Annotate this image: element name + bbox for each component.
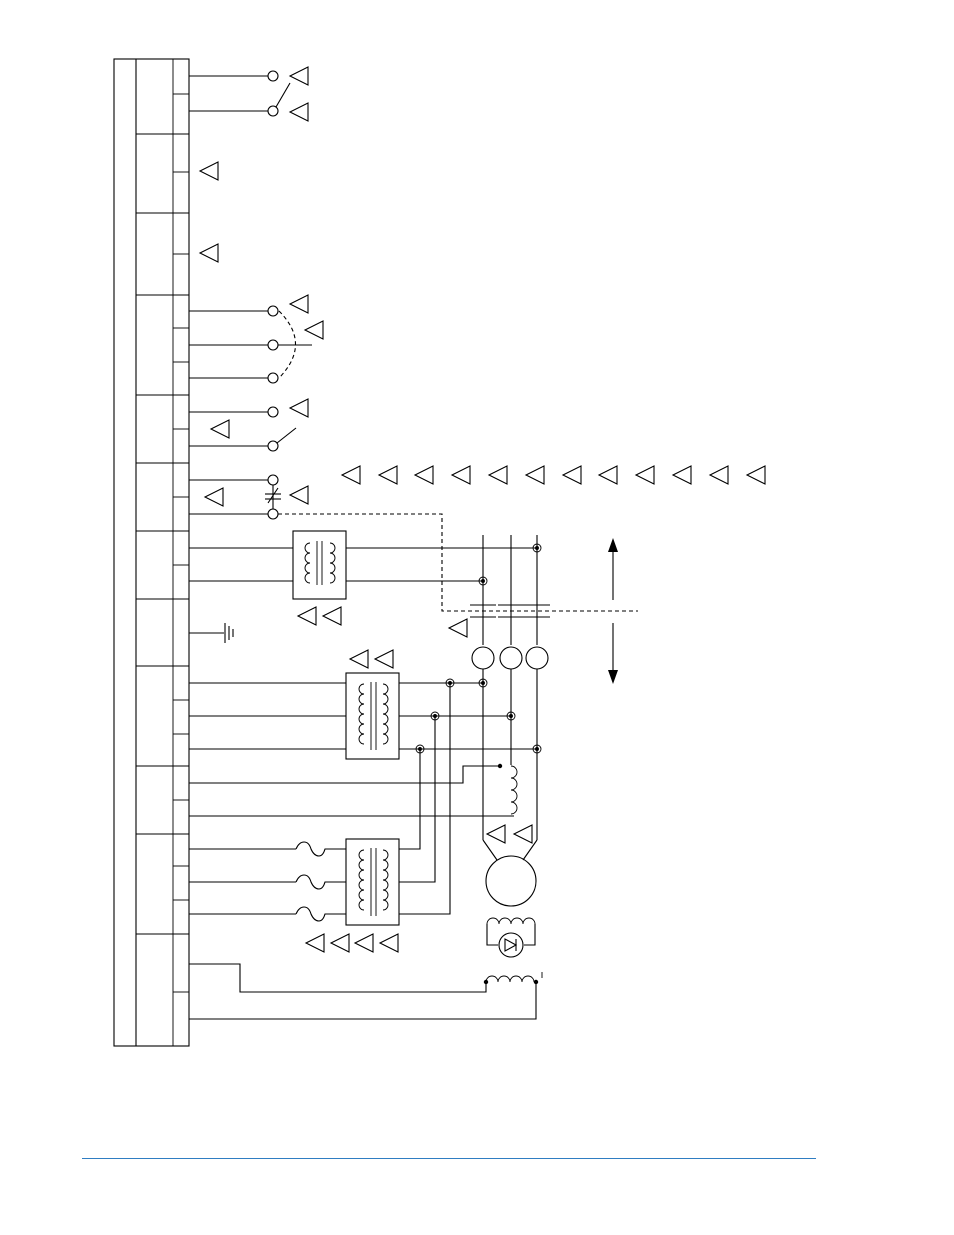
terminal-circle-icon xyxy=(267,105,279,117)
transformer-1 xyxy=(189,530,537,626)
terminal-block-strip xyxy=(113,58,190,1047)
transformer-coil-icon xyxy=(358,848,389,916)
transformer-coil-icon xyxy=(304,541,336,585)
fuse-icon xyxy=(295,906,346,922)
terminal-circle-icon xyxy=(267,474,279,486)
warning-triangle-icon xyxy=(304,933,325,953)
marker-triangle-row xyxy=(340,465,766,485)
terminal-circle-icon xyxy=(267,406,279,418)
warning-triangle-icon xyxy=(745,465,766,485)
warning-triangle-icon xyxy=(288,294,309,314)
warning-triangle-icon xyxy=(377,465,398,485)
contact-normally-closed xyxy=(189,474,309,520)
boundary-dashed-line xyxy=(278,513,638,612)
warning-triangle-icon xyxy=(413,465,434,485)
warning-triangle-icon xyxy=(487,465,508,485)
field-winding xyxy=(189,963,543,1020)
exciter-rectifier xyxy=(486,917,536,958)
warning-triangle-icon xyxy=(373,649,394,669)
current-transformer-icon xyxy=(471,646,495,670)
warning-triangle-icon xyxy=(198,161,219,181)
warning-triangle-icon xyxy=(348,649,369,669)
arrow-up-icon xyxy=(608,538,618,552)
warning-triangle-icon xyxy=(378,933,399,953)
terminal-circle-icon xyxy=(267,508,279,520)
warning-triangle-icon xyxy=(512,824,533,844)
warning-triangle-icon xyxy=(485,824,506,844)
warning-triangle-icon xyxy=(447,618,468,638)
direction-arrows xyxy=(608,538,618,684)
warning-triangle-icon xyxy=(634,465,655,485)
current-transformer-icon xyxy=(525,646,549,670)
warning-triangle-icon xyxy=(303,320,324,340)
warning-triangle-icon xyxy=(671,465,692,485)
warning-triangle-icon xyxy=(288,398,309,418)
terminal-group-dividers xyxy=(136,133,189,935)
warning-triangle-icon xyxy=(198,243,219,263)
warning-triangle-icon xyxy=(561,465,582,485)
warning-triangle-icon xyxy=(209,419,230,439)
warning-triangle-icon xyxy=(321,606,342,626)
warning-triangle-icon xyxy=(597,465,618,485)
arrow-down-icon xyxy=(608,670,618,684)
warning-triangle-icon xyxy=(296,606,317,626)
terminal-circle-icon xyxy=(267,305,279,317)
motor-icon xyxy=(485,855,537,907)
contact-changeover-1 xyxy=(189,66,309,122)
footer-rule xyxy=(82,1158,816,1159)
warning-triangle-icon xyxy=(353,933,374,953)
transformer-3-fused xyxy=(189,683,451,953)
contact-normally-open xyxy=(189,398,309,452)
warning-triangle-icon xyxy=(450,465,471,485)
warning-triangle-icon xyxy=(524,465,545,485)
series-reactor-coil xyxy=(189,763,518,817)
warning-triangle-icon xyxy=(288,485,309,505)
terminal-circle-icon xyxy=(267,339,279,351)
warning-triangle-icon xyxy=(340,465,361,485)
diode-icon xyxy=(498,932,524,958)
transformer-coil-icon xyxy=(358,682,389,750)
selector-switch-three-position xyxy=(189,294,324,384)
terminal-circle-icon xyxy=(267,440,279,452)
motor xyxy=(482,824,538,907)
fuse-icon xyxy=(295,841,346,857)
warning-triangle-icon xyxy=(708,465,729,485)
transformer-2 xyxy=(189,649,537,760)
current-transformer-icon xyxy=(499,646,523,670)
fuse-icon xyxy=(295,874,346,890)
warning-triangle-icon xyxy=(288,102,309,122)
warning-triangle-icon xyxy=(329,933,350,953)
terminal-circle-icon xyxy=(267,70,279,82)
warning-triangle-icon xyxy=(288,66,309,86)
ground-connection xyxy=(189,623,234,643)
terminal-point-ticks xyxy=(173,93,189,993)
warning-triangle-icon xyxy=(203,487,224,507)
terminal-circle-icon xyxy=(267,372,279,384)
